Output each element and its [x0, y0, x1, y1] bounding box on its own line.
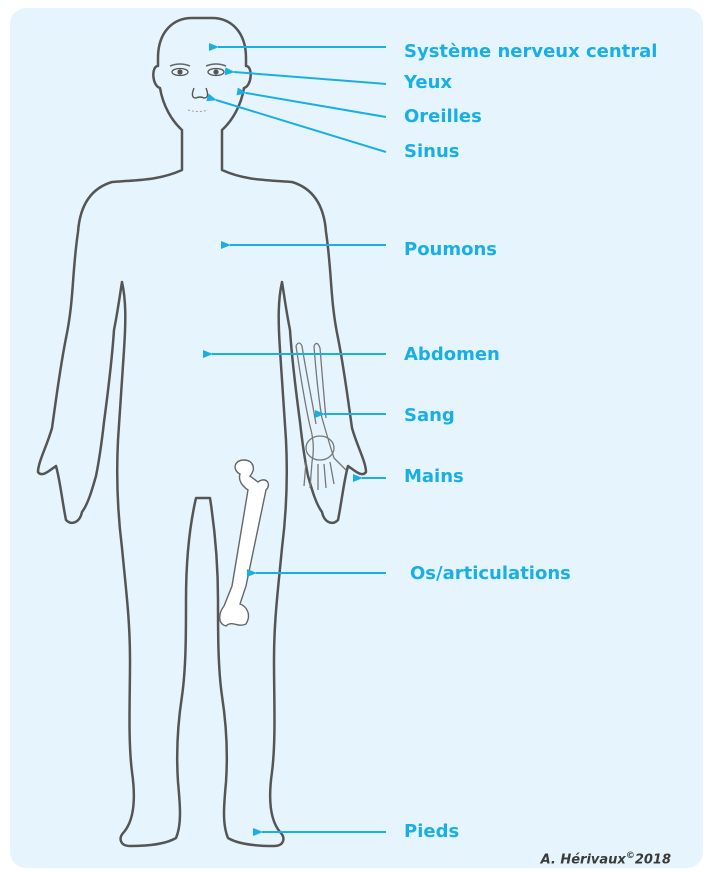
label-lungs: Poumons — [404, 241, 497, 259]
credit-line: A. Hérivaux©2018 — [541, 852, 671, 866]
right-pupil — [213, 69, 218, 74]
label-abdomen: Abdomen — [404, 346, 500, 364]
right-eyebrow — [206, 64, 226, 66]
hand-bones — [296, 343, 346, 490]
credit-year: 2018 — [635, 852, 671, 867]
label-sinus: Sinus — [404, 143, 459, 161]
mouth — [188, 110, 208, 112]
label-eyes: Yeux — [404, 74, 452, 92]
label-bones: Os/articulations — [410, 565, 571, 583]
left-eyebrow — [170, 64, 190, 66]
label-hands: Mains — [404, 468, 464, 486]
femur-bone — [220, 460, 269, 626]
left-pupil — [177, 69, 182, 74]
copyright-symbol: © — [626, 851, 635, 861]
credit-author: A. Hérivaux — [541, 852, 626, 867]
pointer-arrows — [212, 47, 386, 832]
body-outline — [38, 18, 366, 846]
label-ears: Oreilles — [404, 108, 482, 126]
label-blood: Sang — [404, 407, 455, 425]
nose — [192, 88, 207, 98]
label-feet: Pieds — [404, 823, 459, 841]
label-cns: Système nerveux central — [404, 43, 657, 61]
